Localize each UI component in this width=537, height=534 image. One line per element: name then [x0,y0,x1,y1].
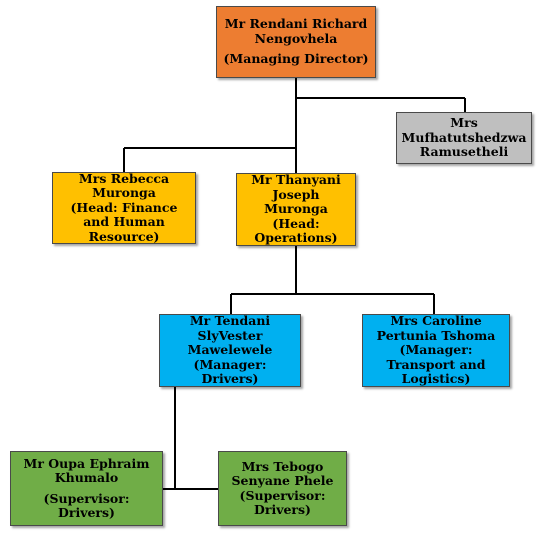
node-name: Mr Tendani SlyVester Mawelewele [187,313,273,358]
node-name: Mrs Mufhatutshedzwa Ramusetheli [401,115,527,160]
node-manager-drivers: Mr Tendani SlyVester Mawelewele (Manager… [159,314,301,387]
node-role: (Manager: Drivers) [193,356,267,387]
node-head-finance: Mrs Rebecca Muronga (Head: Finance and H… [52,170,196,244]
node-supervisor-phele: Mrs Tebogo Senyane Phele (Supervisor: Dr… [218,451,347,526]
node-assistant: Mrs Mufhatutshedzwa Ramusetheli [396,112,532,164]
node-supervisor-khumalo: Mr Oupa Ephraim Khumalo (Supervisor: Dri… [10,451,163,526]
node-name: Mrs Caroline Pertunia Tshoma [376,313,496,343]
node-name: Mrs Tebogo Senyane Phele [231,458,334,488]
node-name: Mr Rendani Richard Nengovhela [224,16,368,46]
node-manager-transport: Mrs Caroline Pertunia Tshoma (Manager: T… [362,314,510,387]
node-role: (Head: Operations) [254,215,338,246]
node-name: Mr Thanyani Joseph Muronga [251,172,341,217]
node-role: (Manager: Transport and Logistics) [386,342,486,387]
node-role: (Supervisor: Drivers) [239,487,326,517]
node-name: Mrs Rebecca Muronga [78,170,170,201]
node-managing-director: Mr Rendani Richard Nengovhela (Managing … [216,6,376,78]
node-role: (Head: Finance and Human Resource) [70,199,178,244]
node-name: Mr Oupa Ephraim Khumalo [23,455,150,485]
node-role: (Managing Director) [223,51,369,67]
node-head-operations: Mr Thanyani Joseph Muronga (Head: Operat… [236,173,356,246]
node-role: (Supervisor: Drivers) [43,490,130,520]
